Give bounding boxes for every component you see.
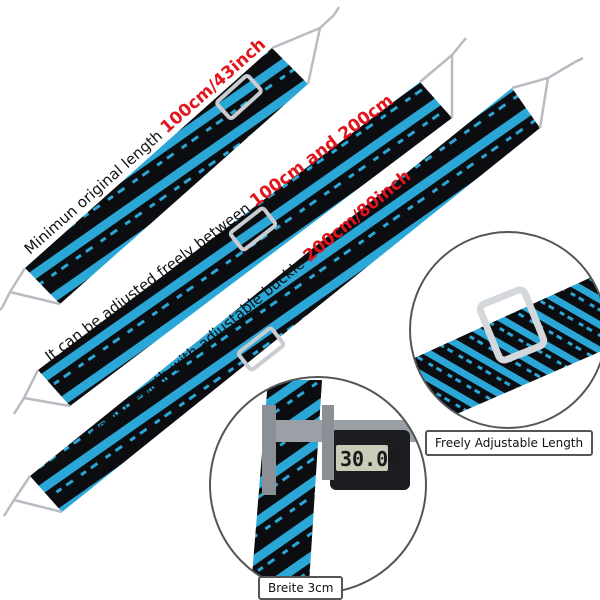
buckle-detail-circle	[409, 231, 600, 429]
buckle-icon	[228, 206, 278, 252]
caliper-icon: 30.00	[262, 405, 426, 495]
adjustable-length-label: Freely Adjustable Length	[425, 430, 594, 456]
hook-icon	[2, 56, 584, 517]
width-label: Breite 3cm	[258, 576, 344, 600]
hook-icon	[12, 37, 467, 415]
buckle-icon	[215, 74, 263, 120]
strap-long	[2, 56, 584, 517]
strap-medium	[12, 37, 467, 415]
hook-icon	[0, 6, 341, 311]
strap-short	[0, 6, 341, 311]
caliper-detail-circle: 30.00	[209, 376, 427, 594]
caliper-reading: 30.00	[340, 447, 400, 471]
buckle-icon	[236, 326, 286, 372]
